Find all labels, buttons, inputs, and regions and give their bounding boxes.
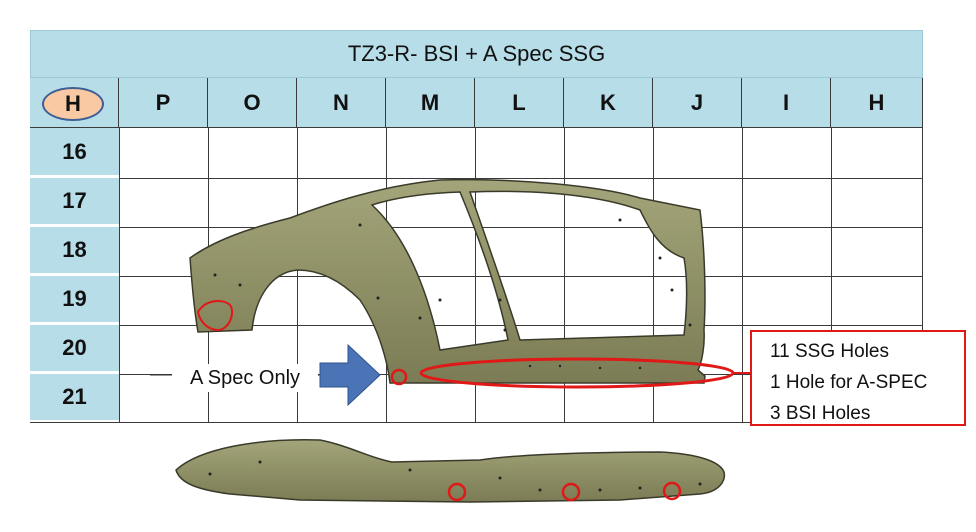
column-header-n: N: [297, 78, 386, 128]
underview-hole-highlight: [447, 482, 467, 502]
callout-line-ssg: 11 SSG Holes: [770, 341, 889, 362]
column-header-p: P: [119, 78, 208, 128]
row-header-18: 18: [30, 227, 119, 276]
grid-line: [297, 128, 298, 423]
grid-line: [475, 128, 476, 423]
column-header-h: H: [831, 78, 923, 128]
aspec-hole-highlight: [390, 368, 408, 386]
corner-cell: H: [30, 78, 119, 128]
fuel-door-outline: [196, 299, 234, 332]
row-header-16: 16: [30, 128, 119, 178]
grid-line: [653, 128, 654, 423]
underview-hole-markers: [208, 460, 702, 492]
row-header-21: 21: [30, 374, 119, 423]
grid-line: [119, 128, 120, 423]
column-header-i: I: [742, 78, 831, 128]
grid-line: [119, 276, 923, 277]
grid-line: [119, 325, 923, 326]
arrow-icon: [319, 343, 381, 407]
row-header-20: 20: [30, 325, 119, 374]
diagram-title: TZ3-R- BSI + A Spec SSG: [30, 30, 923, 78]
grid-line: [30, 422, 923, 423]
underview-hole-highlight: [662, 481, 682, 501]
column-header-l: L: [475, 78, 564, 128]
column-header-o: O: [208, 78, 297, 128]
grid-line: [742, 128, 743, 423]
grid-line: [564, 128, 565, 423]
callout-line-aspec: 1 Hole for A-SPEC: [770, 372, 928, 393]
hole-count-callout: 11 SSG Holes 1 Hole for A-SPEC 3 BSI Hol…: [750, 330, 966, 426]
body-side-panel: [189, 178, 706, 384]
underview-hole-highlight: [561, 482, 581, 502]
callout-line-bsi: 3 BSI Holes: [770, 403, 871, 424]
corner-badge: H: [42, 87, 104, 121]
location-grid: P O N M L K J I H H 16 17 18 19 20 21: [30, 78, 923, 423]
rocker-panel-underview: [175, 439, 726, 503]
column-header-m: M: [386, 78, 475, 128]
grid-line: [119, 227, 923, 228]
column-header-k: K: [564, 78, 653, 128]
grid-line: [119, 178, 923, 179]
row-header-17: 17: [30, 178, 119, 227]
grid-line: [922, 78, 923, 423]
a-spec-only-label: A Spec Only: [172, 364, 318, 392]
hole-markers: [213, 218, 692, 370]
grid-line: [831, 128, 832, 423]
row-header-19: 19: [30, 276, 119, 325]
column-header-j: J: [653, 78, 742, 128]
